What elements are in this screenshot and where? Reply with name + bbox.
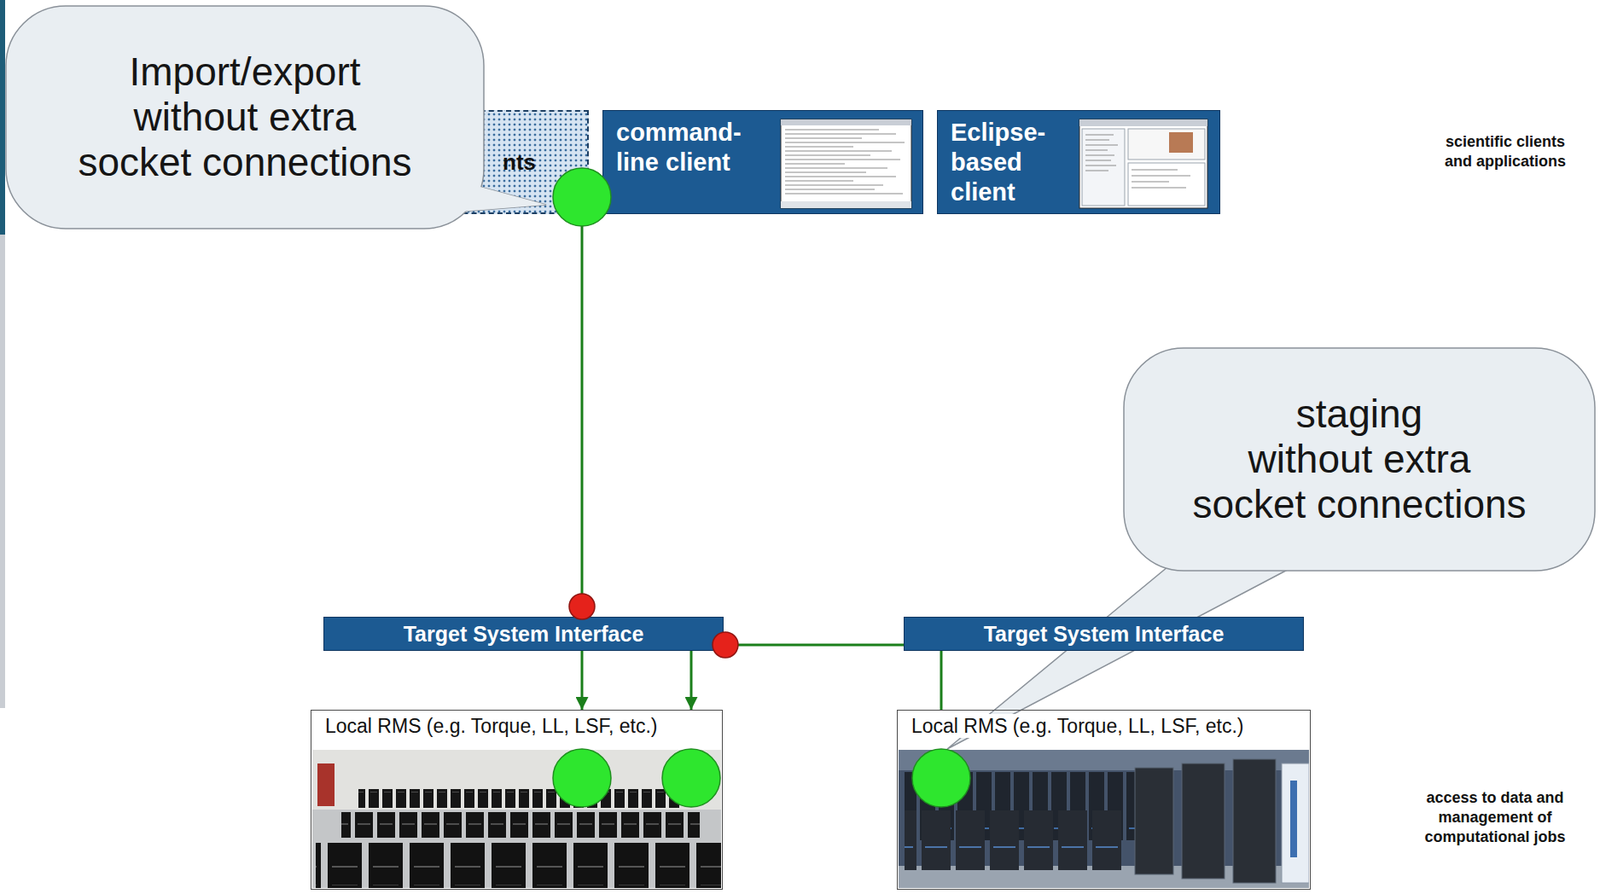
endpoint-dot [662,749,721,808]
screenshot-image [1169,132,1193,153]
endpoint-dot [552,749,611,808]
screenshot-pane [1128,162,1205,206]
rack [1134,768,1174,875]
callout-bubble: Import/export without extra socket conne… [5,5,485,230]
photo-wall [312,750,722,810]
rack-panel [1281,763,1310,884]
interface-dot [569,593,595,620]
screenshot-pane [1082,128,1125,206]
client-box: command-line client [602,110,924,215]
ide-screenshot [1079,119,1208,209]
interface-dot [712,632,739,658]
node-label: Local RMS (e.g. Torque, LL, LSF, etc.) [908,714,1246,739]
rack-row [341,812,700,838]
layer-note: access to data and management of computa… [1422,788,1568,848]
rack-row [904,810,1127,871]
client-box: Eclipse-based client [936,110,1221,215]
node-label: command-line client [616,117,742,178]
interface-bar: Target System Interface [903,616,1304,652]
callout-text: staging without extra socket connections [1171,391,1548,528]
wrap-spacer [57,49,96,140]
screenshot-titlebar [780,119,912,126]
rack-row [358,789,683,809]
screenshot-lines [1085,134,1191,188]
node-label: Local RMS (e.g. Torque, LL, LSF, etc.) [322,714,660,739]
machine-room-photo [312,750,722,889]
screenshot-tabs [780,201,912,209]
callout-bubble: staging without extra socket connections [1122,347,1596,572]
side-strip [0,0,6,235]
photo-floor [312,809,722,889]
screenshot-window [1079,119,1208,209]
wrap-spacer [1485,391,1548,483]
endpoint-dot [552,168,611,227]
photo-room [898,750,1310,889]
system-box: Local RMS (e.g. Torque, LL, LSF, etc.) [310,709,723,891]
callout-text: Import/export without extra socket conne… [57,49,433,186]
screenshot-titlebar [1079,119,1208,127]
callout-shape [1123,348,1595,571]
wrap-spacer [1171,391,1234,483]
screenshot-lines [785,129,905,194]
node-label: nts [502,149,536,176]
interface-bar: Target System Interface [323,616,724,652]
node-label: Target System Interface [403,622,645,647]
wrap-spacer [394,49,433,140]
endpoint-dot [912,749,971,808]
photo-door [317,763,335,807]
system-box: Local RMS (e.g. Torque, LL, LSF, etc.) [896,709,1311,891]
node-label: Target System Interface [983,622,1225,647]
callout-shape [5,5,484,229]
side-strip [0,234,6,709]
node-label: Eclipse-based client [950,117,1046,208]
supercomputer-photo [898,750,1310,889]
layer-note: scientific clients and applications [1432,132,1578,172]
rack [1181,763,1225,879]
data-flow-line [691,645,942,710]
cli-screenshot [780,119,912,209]
screenshot-window [780,119,912,209]
rack [1233,759,1276,884]
rack-panel-stripe [1290,780,1298,858]
rack-row [315,843,722,889]
screenshot-pane [1128,128,1205,160]
